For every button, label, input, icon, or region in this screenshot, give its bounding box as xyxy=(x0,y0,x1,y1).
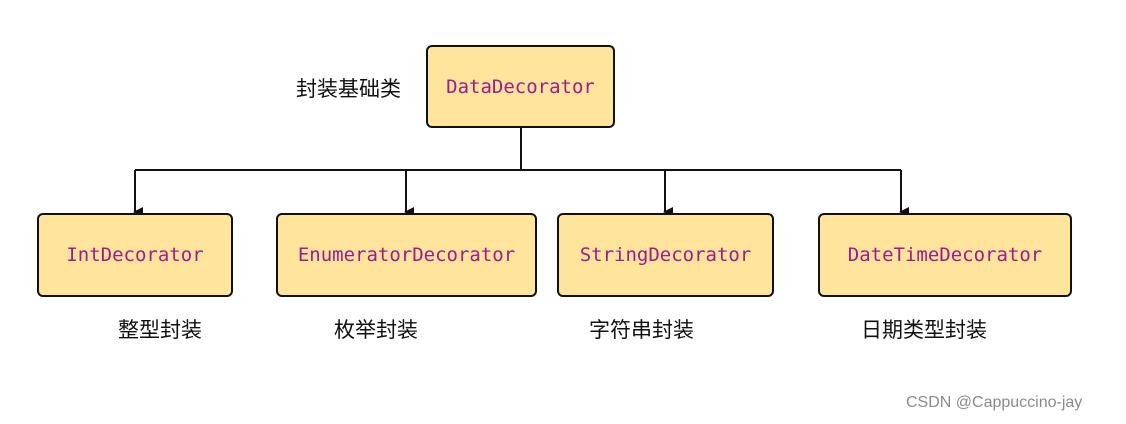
node-datetime-decorator: DateTimeDecorator xyxy=(818,213,1072,297)
node-string-decorator: StringDecorator xyxy=(557,213,774,297)
node-label: StringDecorator xyxy=(579,244,752,266)
watermark-text: CSDN @Cappuccino-jay xyxy=(906,394,1083,411)
node-enumerator-decorator: EnumeratorDecorator xyxy=(276,213,537,297)
node-data-decorator: DataDecorator xyxy=(426,45,615,128)
caption-int: 整型封装 xyxy=(118,318,202,342)
node-label: DataDecorator xyxy=(446,75,595,98)
node-label: IntDecorator xyxy=(66,244,204,266)
node-label: EnumeratorDecorator xyxy=(297,244,516,266)
caption-root: 封装基础类 xyxy=(296,77,401,101)
caption-enumerator: 枚举封装 xyxy=(334,318,418,342)
node-label: DateTimeDecorator xyxy=(847,244,1043,266)
caption-string: 字符串封装 xyxy=(589,318,694,342)
caption-datetime: 日期类型封装 xyxy=(861,318,987,342)
node-int-decorator: IntDecorator xyxy=(37,213,233,297)
